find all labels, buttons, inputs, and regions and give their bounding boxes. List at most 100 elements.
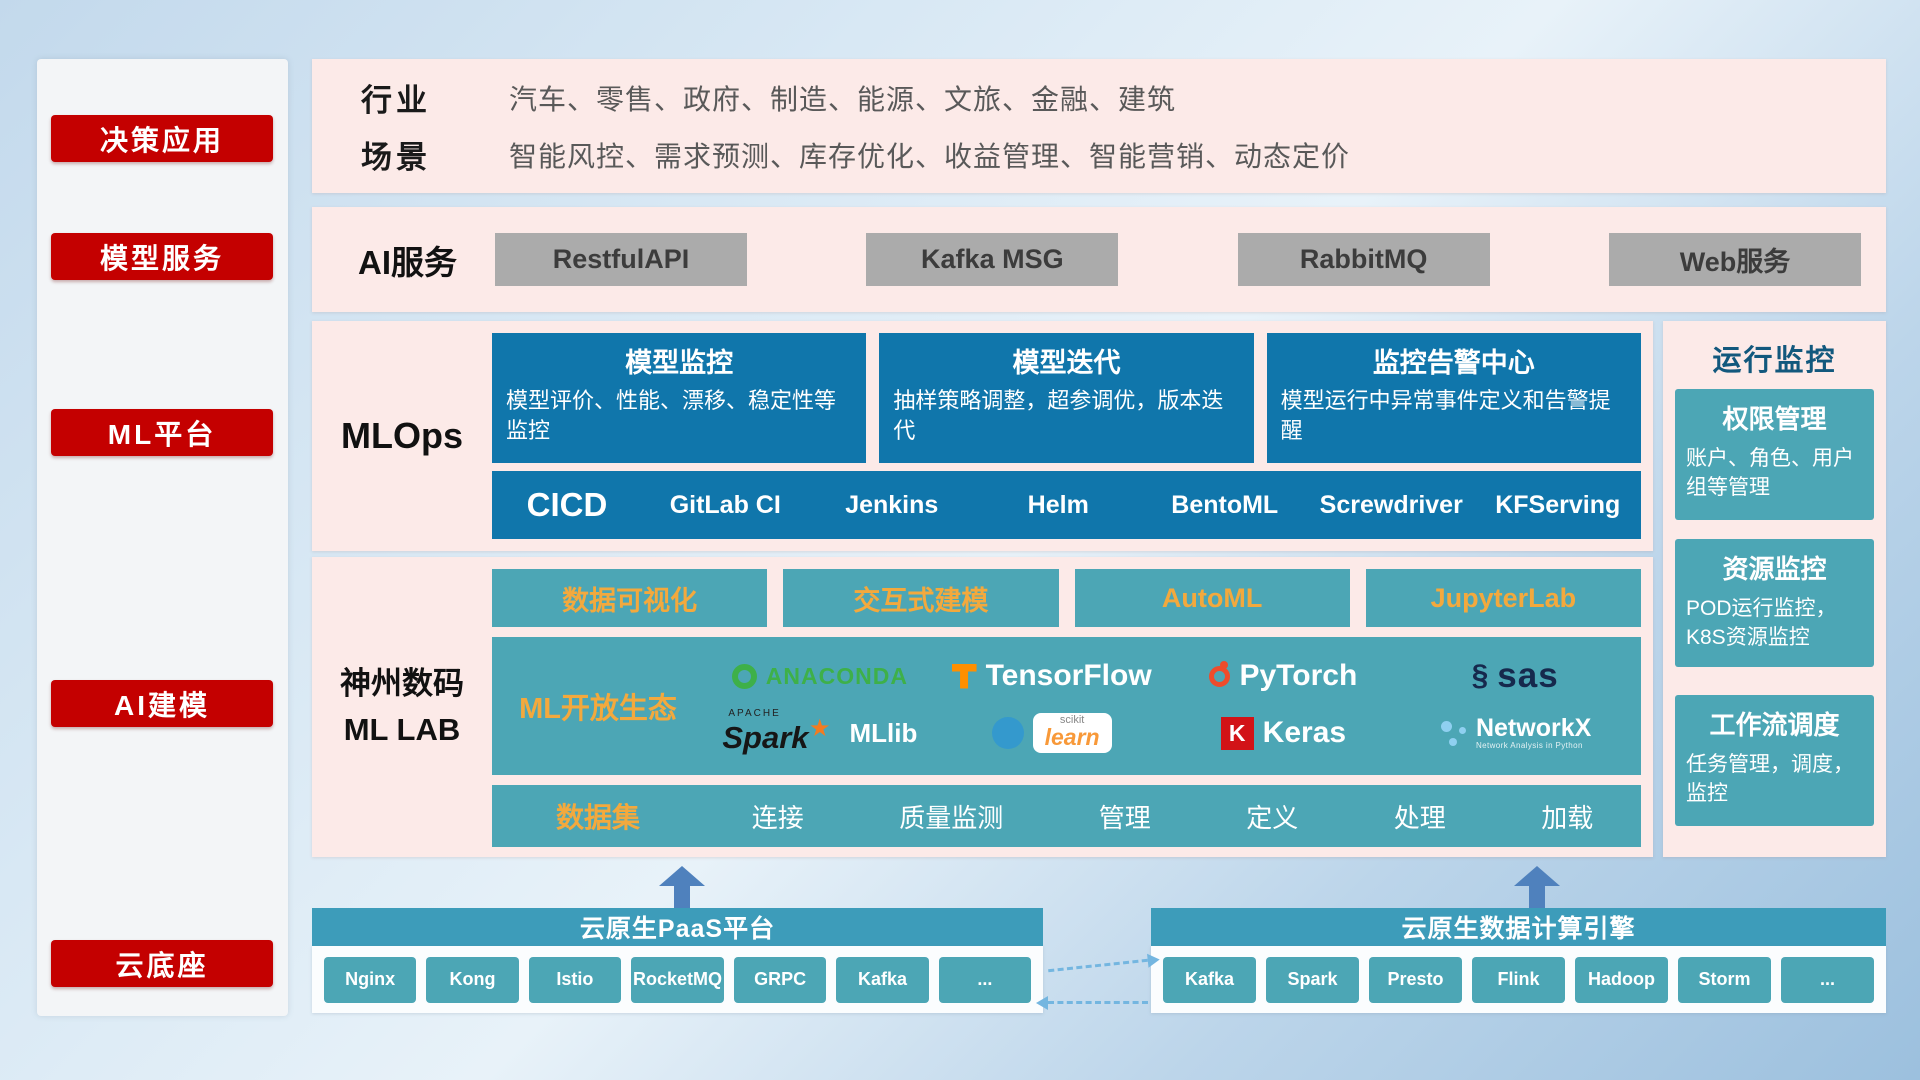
scikit-learn-text: learn (1044, 724, 1100, 750)
cicd-kfserving: KFServing (1495, 490, 1621, 519)
paas-istio: Istio (528, 956, 621, 1003)
card-workflow-scheduling: 工作流调度 任务管理，调度，监控 (1675, 695, 1874, 826)
scikit-learn-logo: scikit learn (936, 713, 1168, 753)
dataset-label: 数据集 (555, 802, 640, 833)
networkx-subtext: Network Analysis in Python (1475, 741, 1583, 751)
ai-service-restfulapi: RestfulAPI (495, 233, 747, 286)
dataset-manage: 管理 (1098, 802, 1151, 833)
keras-text: Keras (1262, 716, 1347, 749)
dataset-process: 处理 (1393, 802, 1446, 833)
engine-kafka: Kafka (1163, 956, 1256, 1003)
cicd-bentoml: BentoML (1171, 490, 1279, 519)
networkx-graph-icon (1439, 719, 1467, 747)
cicd-items: GitLab CI Jenkins Helm BentoML Screwdriv… (642, 490, 1641, 519)
ml-ecosystem-label: ML开放生态 (519, 693, 677, 725)
engine-more: ... (1781, 956, 1874, 1003)
cicd-screwdriver: Screwdriver (1319, 490, 1463, 519)
mlops-panel: MLOps 模型监控 模型评价、性能、漂移、稳定性等监控 模型迭代 抽样策略调整… (312, 321, 1653, 551)
ai-service-panel: AI服务 RestfulAPI Kafka MSG RabbitMQ Web服务 (312, 207, 1886, 312)
cicd-label: CICD (526, 486, 608, 523)
card-model-monitoring: 模型监控 模型评价、性能、漂移、稳定性等监控 (492, 333, 867, 463)
sas-logo: § sas (1399, 656, 1631, 696)
keras-k-icon: K (1220, 716, 1254, 750)
up-arrow-right (1514, 866, 1560, 908)
industry-value: 汽车、零售、政府、制造、能源、文旅、金融、建筑 (509, 83, 1177, 115)
card-alert-center: 监控告警中心 模型运行中异常事件定义和告警提醒 (1266, 333, 1641, 463)
ai-service-rabbitmq: RabbitMQ (1237, 233, 1490, 286)
spark-text: Spark (722, 720, 809, 755)
dashed-arrow-right-icon (1048, 958, 1148, 973)
dataset-bar: 数据集 连接 质量监测 管理 定义 处理 加载 (492, 785, 1641, 847)
anaconda-text: ANACONDA (765, 662, 908, 689)
dataset-load: 加载 (1541, 802, 1594, 833)
networkx-text: NetworkX (1475, 713, 1592, 742)
card-desc: 抽样策略调整，超参调优，版本迭代 (893, 388, 1224, 443)
tensorflow-text: TensorFlow (985, 659, 1152, 692)
ai-service-buttons: RestfulAPI Kafka MSG RabbitMQ Web服务 (495, 207, 1861, 312)
sas-text: sas (1497, 656, 1559, 695)
dataset-quality: 质量监测 (899, 802, 1004, 833)
card-title: 资源监控 (1722, 554, 1827, 584)
scenario-value: 智能风控、需求预测、库存优化、收益管理、智能营销、动态定价 (509, 140, 1351, 172)
engine-spark: Spark (1266, 956, 1359, 1003)
up-arrow-left (659, 866, 705, 908)
industry-row: 行业 汽车、零售、政府、制造、能源、文旅、金融、建筑 (361, 75, 1886, 120)
engine-title-bar: 云原生数据计算引擎 (1151, 908, 1886, 946)
apache-text: APACHE (728, 708, 781, 719)
paas-components: Nginx Kong Istio RocketMQ GRPC Kafka ... (312, 946, 1043, 1013)
keras-logo: K Keras (1168, 716, 1400, 750)
card-permission-mgmt: 权限管理 账户、角色、用户组等管理 (1675, 389, 1874, 520)
paas-more: ... (938, 956, 1031, 1003)
paas-grpc: GRPC (734, 956, 827, 1003)
engine-presto: Presto (1369, 956, 1462, 1003)
scikit-top-text: scikit (1059, 714, 1085, 726)
paas-title-bar: 云原生PaaS平台 (312, 908, 1043, 946)
ml-ecosystem-logos: ANACONDA TensorFlow PyTorch § sas APACHE (704, 656, 1641, 756)
spark-star-icon: ★ (808, 715, 831, 742)
runtime-monitoring-panel: 运行监控 权限管理 账户、角色、用户组等管理 资源监控 POD运行监控，K8S资… (1663, 321, 1886, 857)
tool-jupyterlab: JupyterLab (1365, 569, 1641, 627)
card-desc: 模型评价、性能、漂移、稳定性等监控 (506, 388, 837, 443)
pytorch-logo: PyTorch (1168, 659, 1400, 693)
paas-kafka: Kafka (836, 956, 929, 1003)
dataset-items: 连接 质量监测 管理 定义 处理 加载 (704, 798, 1641, 835)
dashed-arrow-left-icon (1036, 996, 1148, 1010)
engine-storm: Storm (1678, 956, 1771, 1003)
anaconda-logo: ANACONDA (704, 663, 936, 690)
rail-item-ai-modeling: AI建模 (51, 680, 273, 727)
ml-ecosystem-block: ML开放生态 ANACONDA TensorFlow PyTorch § sas (492, 637, 1641, 775)
card-title: 模型迭代 (1012, 348, 1121, 378)
paas-rocketmq: RocketMQ (630, 956, 724, 1003)
paas-kong: Kong (426, 956, 519, 1003)
engine-hadoop: Hadoop (1575, 956, 1668, 1003)
dataset-define: 定义 (1246, 802, 1299, 833)
cicd-gitlab-ci: GitLab CI (669, 490, 781, 519)
pytorch-flame-icon (1209, 660, 1231, 687)
tool-interactive-modeling: 交互式建模 (783, 569, 1059, 627)
industry-label: 行业 (361, 83, 431, 118)
spark-mllib-logo: APACHE Spark ★ MLlib (704, 708, 936, 756)
industry-scenario-panel: 行业 汽车、零售、政府、制造、能源、文旅、金融、建筑 场景 智能风控、需求预测、… (312, 59, 1886, 193)
engine-components: Kafka Spark Presto Flink Hadoop Storm ..… (1151, 946, 1886, 1013)
scikit-circle-icon (991, 717, 1024, 749)
card-desc: POD运行监控，K8S资源监控 (1686, 597, 1837, 650)
scenario-label: 场景 (361, 140, 431, 175)
cicd-bar: CICD GitLab CI Jenkins Helm BentoML Scre… (492, 471, 1641, 539)
scenario-row: 场景 智能风控、需求预测、库存优化、收益管理、智能营销、动态定价 (361, 132, 1886, 177)
ml-lab-label-line2: ML LAB (343, 712, 461, 747)
cicd-jenkins: Jenkins (845, 490, 939, 519)
card-desc: 模型运行中异常事件定义和告警提醒 (1280, 388, 1611, 443)
rail-item-model-service: 模型服务 (51, 233, 273, 280)
ml-lab-panel: 神州数码 ML LAB 数据可视化 交互式建模 AutoML JupyterLa… (312, 557, 1653, 857)
mlops-label: MLOps (341, 415, 463, 456)
tensorflow-logo: TensorFlow (936, 659, 1168, 693)
card-title: 监控告警中心 (1372, 348, 1535, 378)
tool-data-visualization: 数据可视化 (492, 569, 768, 627)
ai-service-label: AI服务 (358, 243, 457, 281)
card-resource-monitoring: 资源监控 POD运行监控，K8S资源监控 (1675, 539, 1874, 667)
rail-item-cloud-base: 云底座 (51, 940, 273, 987)
scikit-wordmark: scikit learn (1032, 713, 1112, 753)
spark-wordmark: APACHE Spark ★ (722, 708, 834, 756)
tool-automl: AutoML (1074, 569, 1350, 627)
mllib-text: MLlib (849, 717, 918, 748)
